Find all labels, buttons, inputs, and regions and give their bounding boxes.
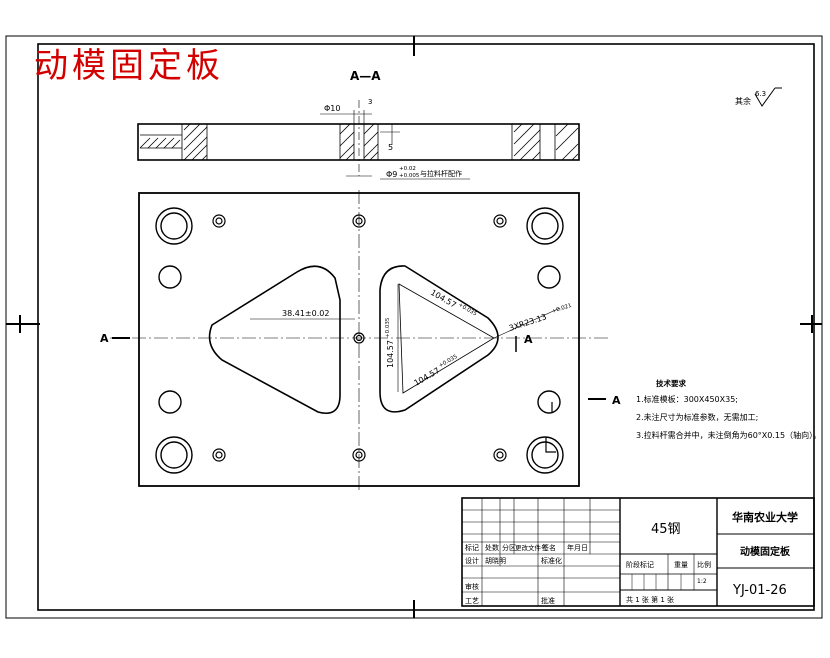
svg-text:2.未注尺寸为标准参数，无需加工;: 2.未注尺寸为标准参数，无需加工;: [636, 412, 758, 422]
svg-text:比例: 比例: [697, 560, 711, 569]
svg-text:标准化: 标准化: [541, 556, 562, 565]
svg-text:3.拉料杆需合并中，未注倒角为60°X0.15（轴向）。: 3.拉料杆需合并中，未注倒角为60°X0.15（轴向）。: [636, 430, 821, 440]
svg-text:分区: 分区: [502, 543, 516, 552]
drawing-number-text: YJ-01-26: [732, 583, 787, 598]
fit-dimension: Φ9 +0.02 +0.005 与拉料杆配作: [380, 166, 470, 180]
svg-text:设计: 设计: [465, 556, 479, 565]
plan-view: [110, 190, 610, 492]
section-view: [137, 100, 580, 177]
section-marker-right: A: [612, 394, 621, 407]
small-holes: [212, 214, 507, 462]
svg-text:批准: 批准: [541, 596, 555, 605]
svg-text:签名: 签名: [542, 543, 556, 552]
svg-text:技术要求: 技术要求: [656, 378, 686, 388]
centering-marks: [6, 36, 822, 618]
section-label: A—A: [350, 69, 381, 83]
side-holes: [158, 265, 561, 414]
svg-text:1.标准模板：300X450X35;: 1.标准模板：300X450X35;: [636, 394, 738, 404]
center-hole-section: [339, 100, 379, 177]
material-text: 45钢: [651, 522, 681, 537]
svg-text:标记: 标记: [465, 543, 479, 552]
svg-text:1:2: 1:2: [697, 578, 707, 585]
svg-text:阶段标记: 阶段标记: [626, 560, 654, 569]
inner-frame: [37, 43, 815, 611]
dim-d5: 5: [388, 143, 393, 152]
technical-notes: 技术要求 1.标准模板：300X450X35; 2.未注尺寸为标准参数，无需加工…: [636, 378, 821, 440]
title-block: [461, 497, 815, 607]
title-block-text: 标记 处数 分区 更改文件号 签名 年月日 设计 胡晓明 标准化 审核 工艺 批…: [465, 543, 711, 605]
left-pocket: [208, 265, 341, 414]
svg-text:+0.02: +0.02: [399, 166, 416, 172]
school-text: 华南农业大学: [732, 510, 798, 524]
left-hatch: [139, 123, 208, 161]
svg-text:+0.035: +0.035: [385, 317, 391, 338]
dim-width-left: 38.41±0.02: [282, 309, 329, 318]
svg-text:+0.021: +0.021: [551, 303, 572, 315]
svg-text:更改文件号: 更改文件号: [515, 543, 548, 552]
svg-text:处数: 处数: [485, 543, 499, 552]
corner-bores: [155, 207, 564, 474]
part-name-text: 动模固定板: [740, 545, 791, 558]
svg-text:年月日: 年月日: [567, 543, 588, 552]
section-marker-mid: A: [524, 333, 533, 346]
right-hatch: [511, 123, 579, 161]
roughness-symbol: 其余 6.3: [735, 87, 782, 107]
drawing-title: 动模固定板: [34, 46, 224, 86]
svg-text:审核: 审核: [465, 582, 479, 591]
right-pocket: [379, 265, 499, 413]
dim-d3: 3: [368, 98, 372, 106]
right-pocket-inner: [398, 283, 495, 394]
dim-height-mid: 104.57 +0.035: [385, 317, 395, 368]
svg-text:104.57: 104.57: [386, 340, 395, 368]
svg-text:+0.005: +0.005: [399, 173, 420, 179]
svg-text:与拉料杆配作: 与拉料杆配作: [420, 169, 462, 178]
svg-text:共 1 张 第 1 张: 共 1 张 第 1 张: [626, 595, 674, 604]
section-marker-left: A: [100, 332, 109, 345]
svg-text:工艺: 工艺: [465, 597, 479, 605]
svg-text:其余: 其余: [735, 96, 751, 106]
svg-text:重量: 重量: [674, 561, 688, 569]
svg-text:Φ9: Φ9: [386, 170, 397, 179]
dim-d10: Φ10: [324, 104, 340, 113]
svg-text:胡晓明: 胡晓明: [485, 556, 506, 565]
svg-text:6.3: 6.3: [755, 90, 766, 98]
